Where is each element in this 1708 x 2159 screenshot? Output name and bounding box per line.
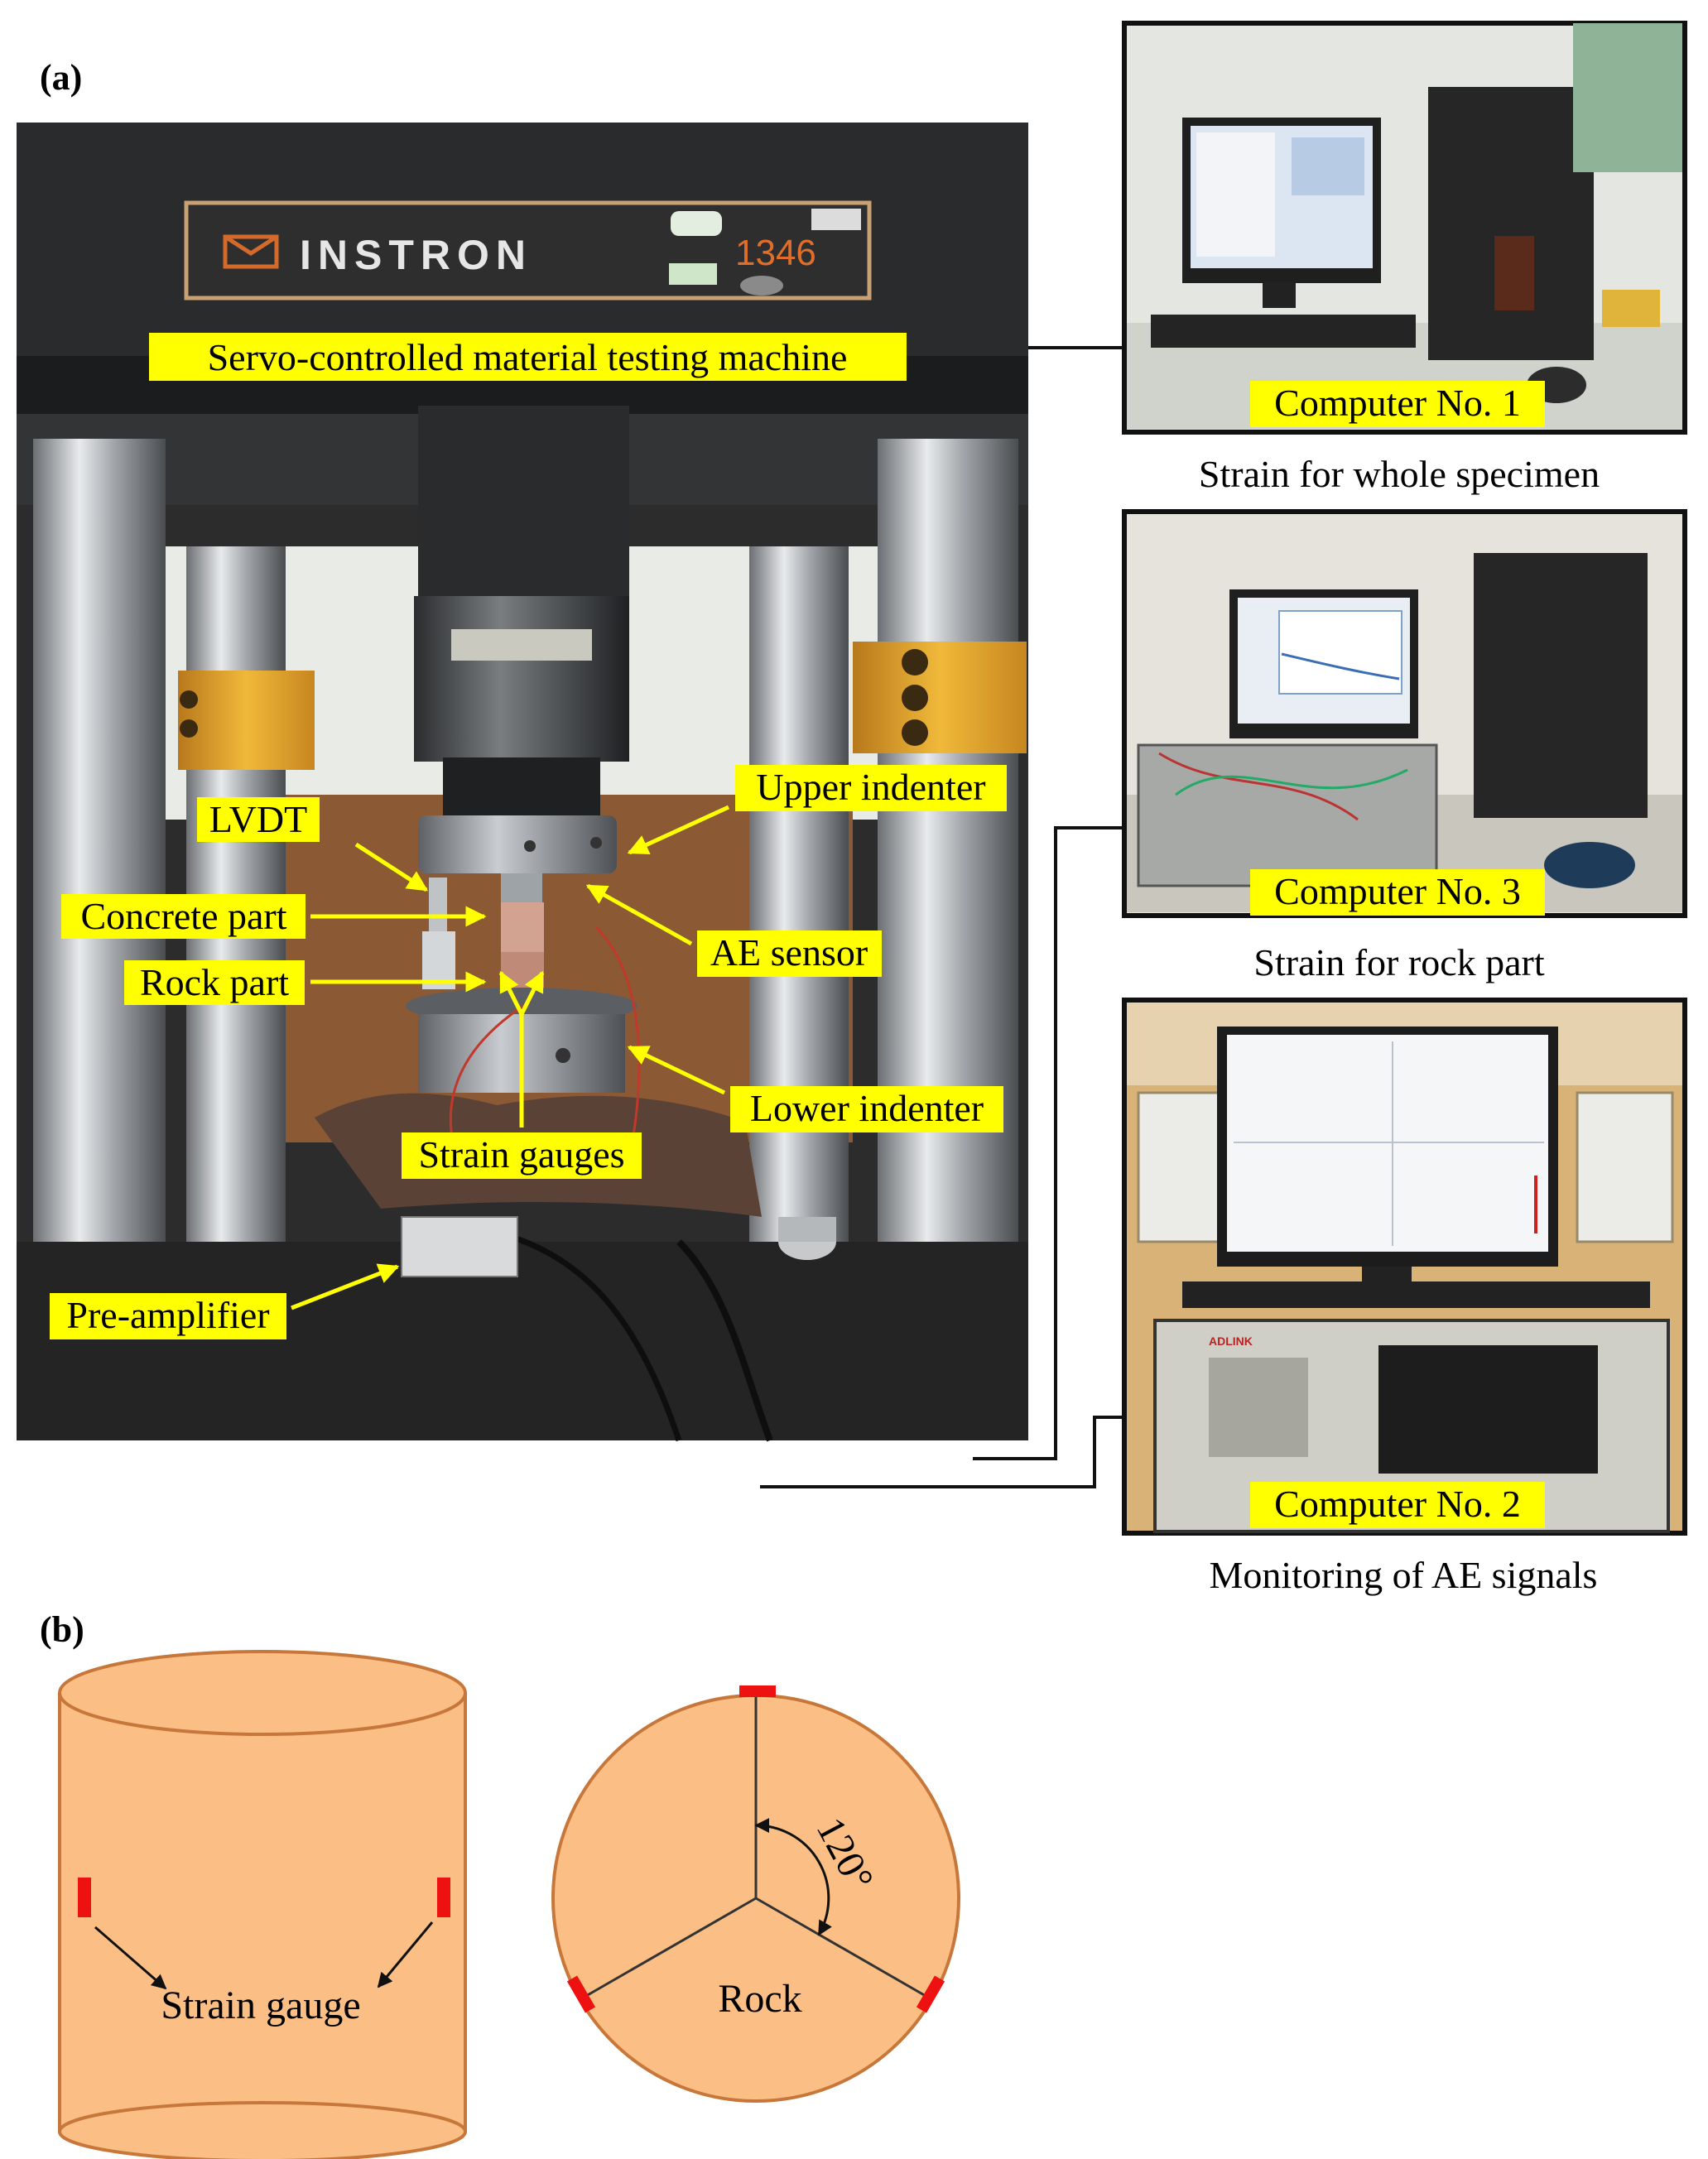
machine-title-label: Servo-controlled material testing machin…	[149, 333, 907, 381]
panel-a-tag: (a)	[40, 57, 82, 98]
computer-1-label: Computer No. 1	[1250, 381, 1545, 427]
instron-brand-text: INSTRON	[300, 232, 532, 278]
connector-lines	[760, 346, 1124, 1488]
callout-lvdt: LVDT	[197, 797, 320, 842]
arrow-lower-indenter	[627, 1045, 726, 1095]
instron-model-text: 1346	[735, 233, 816, 273]
computer-2-caption: Monitoring of AE signals	[1210, 1554, 1598, 1596]
arrow-pre-amplifier	[291, 1263, 400, 1310]
machine-title-text: Servo-controlled material testing machin…	[208, 336, 848, 378]
computer-2-photo: ADLINK	[1122, 998, 1687, 1536]
strain-gauge-right-mark	[437, 1878, 450, 1917]
cylinder-strain-gauge-label: Strain gauge	[161, 1983, 360, 2027]
callout-pre-amplifier: Pre-amplifier	[50, 1293, 286, 1339]
computer-3-label-text: Computer No. 3	[1274, 870, 1521, 912]
callout-concrete-part-text: Concrete part	[80, 895, 286, 937]
computer-3-photo	[1122, 509, 1687, 918]
rock-cross-section	[551, 1694, 960, 2103]
computer-1-label-text: Computer No. 1	[1274, 382, 1521, 424]
callout-upper-indenter-text: Upper indenter	[756, 766, 985, 808]
section-gauge-left-mark	[566, 1975, 596, 2013]
callout-concrete-part: Concrete part	[61, 894, 306, 939]
callout-rock-part: Rock part	[124, 960, 305, 1005]
section-gauge-right-mark	[916, 1975, 945, 2013]
callout-rock-part-text: Rock part	[140, 961, 289, 1003]
arrow-gauge-left	[94, 1926, 167, 1990]
cylinder-specimen	[58, 1650, 467, 2159]
callout-strain-gauges: Strain gauges	[402, 1132, 642, 1179]
callout-pre-amplifier-text: Pre-amplifier	[66, 1294, 269, 1336]
callout-lower-indenter-text: Lower indenter	[750, 1087, 984, 1129]
callout-lvdt-text: LVDT	[209, 798, 307, 840]
computer-1-caption: Strain for whole specimen	[1199, 453, 1600, 495]
arrow-upper-indenter	[627, 805, 730, 855]
panel-b-tag: (b)	[40, 1609, 84, 1650]
computer-3-caption: Strain for rock part	[1253, 941, 1544, 983]
computer-1-photo	[1122, 21, 1687, 435]
callout-upper-indenter: Upper indenter	[735, 765, 1007, 811]
adlink-brand-text: ADLINK	[1209, 1334, 1253, 1348]
computer-3-label: Computer No. 3	[1250, 869, 1545, 916]
callout-ae-sensor: AE sensor	[697, 930, 882, 977]
section-gauge-top-mark	[739, 1685, 776, 1697]
computer-2-label: Computer No. 2	[1250, 1482, 1545, 1528]
callout-strain-gauges-text: Strain gauges	[418, 1133, 624, 1176]
section-rock-label: Rock	[718, 1977, 801, 2021]
arrow-ae-sensor	[585, 883, 693, 946]
callout-ae-sensor-text: AE sensor	[710, 931, 868, 974]
callout-lower-indenter: Lower indenter	[730, 1086, 1003, 1132]
computer-2-label-text: Computer No. 2	[1274, 1483, 1521, 1525]
instron-nameplate: INSTRON 1346	[184, 200, 872, 301]
strain-gauge-left-mark	[78, 1878, 91, 1917]
arrow-lvdt	[354, 842, 429, 892]
arrow-gauge-right	[377, 1921, 434, 1988]
arrow-strain-gauges	[498, 970, 545, 1128]
